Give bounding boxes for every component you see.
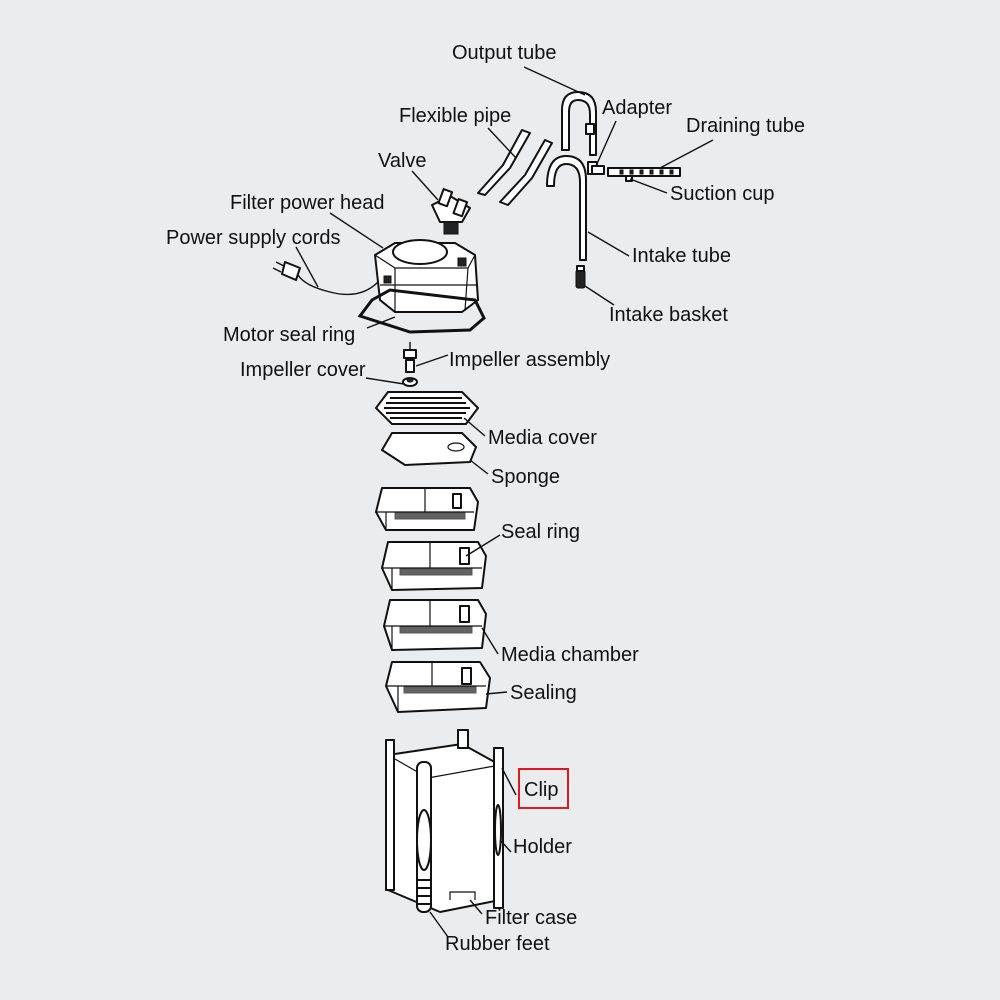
label-seal-ring: Seal ring	[501, 521, 580, 543]
label-media-cover: Media cover	[488, 427, 597, 449]
label-intake-basket: Intake basket	[609, 304, 728, 326]
flexible-pipe-part	[477, 129, 553, 206]
draining-tube-part	[607, 167, 681, 182]
media-tray-4	[385, 661, 491, 713]
label-suction-cup: Suction cup	[670, 183, 775, 205]
label-adapter: Adapter	[602, 97, 672, 119]
label-output-tube: Output tube	[452, 42, 557, 64]
label-filter-case: Filter case	[485, 907, 577, 929]
label-flexible-pipe: Flexible pipe	[399, 105, 511, 127]
valve-part	[431, 188, 471, 235]
media-tray-2	[381, 541, 487, 591]
label-rubber-feet: Rubber feet	[445, 933, 550, 955]
label-intake-tube: Intake tube	[632, 245, 731, 267]
label-filter-power-head: Filter power head	[230, 192, 385, 214]
impeller-cover-part	[402, 377, 418, 387]
impeller-assembly-part	[403, 342, 417, 373]
label-power-supply-cords: Power supply cords	[166, 227, 341, 249]
media-cover-part	[375, 391, 479, 425]
label-media-chamber: Media chamber	[501, 644, 639, 666]
power-supply-cord-part	[272, 261, 379, 296]
label-sealing: Sealing	[510, 682, 577, 704]
filter-power-head-part	[374, 239, 479, 313]
label-clip: Clip	[524, 779, 558, 801]
filter-case-part	[385, 729, 504, 913]
media-tray-3	[383, 599, 487, 651]
sponge-part	[381, 432, 477, 466]
label-impeller-assembly: Impeller assembly	[449, 349, 610, 371]
output-tube-part	[561, 91, 597, 156]
intake-basket-part	[575, 265, 586, 289]
adapter-part	[587, 161, 605, 175]
label-impeller-cover: Impeller cover	[240, 359, 366, 381]
label-motor-seal-ring: Motor seal ring	[223, 324, 355, 346]
leader-lines	[295, 66, 714, 938]
clip-highlight-box	[518, 768, 569, 809]
label-sponge: Sponge	[491, 466, 560, 488]
label-holder: Holder	[513, 836, 572, 858]
label-draining-tube: Draining tube	[686, 115, 805, 137]
intake-tube-part	[546, 155, 587, 261]
label-valve: Valve	[378, 150, 427, 172]
motor-seal-ring-part	[357, 288, 486, 334]
media-tray-1	[375, 487, 479, 531]
